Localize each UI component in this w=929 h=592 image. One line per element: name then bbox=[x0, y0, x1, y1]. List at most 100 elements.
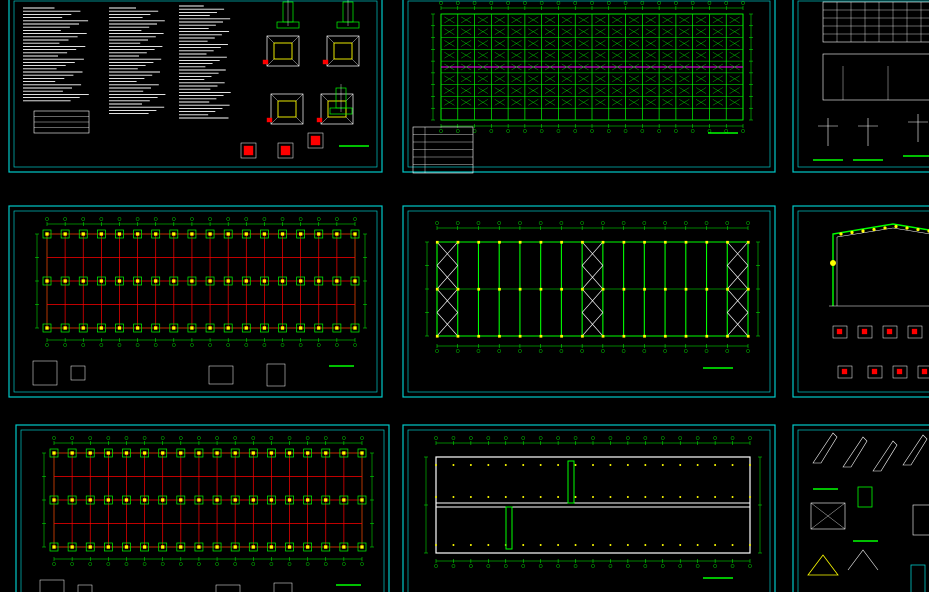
column-base bbox=[104, 542, 113, 552]
column-base bbox=[187, 229, 197, 239]
axis-bubble bbox=[124, 562, 129, 566]
column-mark bbox=[435, 334, 439, 338]
axis-bubble bbox=[601, 221, 605, 225]
column-mark bbox=[81, 279, 85, 283]
column-base bbox=[97, 276, 106, 286]
column-mark bbox=[477, 240, 481, 244]
column-mark bbox=[342, 545, 346, 549]
column-base bbox=[78, 229, 88, 239]
column-base bbox=[248, 542, 258, 552]
roof-brace bbox=[578, 16, 589, 24]
roof-brace bbox=[444, 52, 455, 59]
footing-slope bbox=[351, 58, 360, 67]
column-base bbox=[278, 323, 287, 333]
column-base bbox=[260, 229, 269, 239]
column-base bbox=[169, 229, 179, 239]
column-base bbox=[278, 229, 287, 239]
roof-brace bbox=[662, 52, 673, 59]
roof-brace bbox=[461, 40, 472, 47]
column-mark bbox=[643, 287, 646, 291]
column-mark bbox=[324, 451, 328, 455]
column-mark bbox=[70, 451, 74, 455]
axis-bubble bbox=[695, 436, 700, 440]
axis-bubble bbox=[486, 436, 491, 440]
column-base bbox=[230, 542, 240, 552]
axis-bubble bbox=[287, 562, 292, 566]
purlin-point bbox=[731, 544, 734, 546]
roof-brace bbox=[511, 75, 522, 82]
column-mark bbox=[705, 240, 709, 244]
purlin-mark bbox=[839, 232, 843, 236]
purlin-mark bbox=[905, 226, 909, 230]
connection-detail bbox=[892, 365, 908, 379]
column-base bbox=[267, 448, 276, 458]
axis-bubble bbox=[591, 564, 595, 568]
roof-brace bbox=[662, 87, 673, 94]
roof-brace bbox=[461, 52, 472, 59]
column-base bbox=[332, 323, 342, 333]
column-mark bbox=[154, 232, 158, 236]
footing-slope bbox=[291, 35, 300, 44]
axis-bubble bbox=[556, 129, 561, 133]
axis-bubble bbox=[506, 129, 510, 133]
axis-bubble bbox=[439, 1, 443, 5]
tie-rod-section bbox=[567, 460, 575, 504]
roof-brace bbox=[662, 28, 673, 35]
column-base bbox=[97, 229, 106, 239]
roof-brace bbox=[712, 99, 723, 106]
column-base bbox=[303, 542, 312, 552]
column-base bbox=[97, 323, 106, 333]
roof-brace bbox=[578, 87, 589, 94]
roof-brace bbox=[679, 87, 690, 94]
axis-bubble bbox=[489, 129, 494, 133]
roof-brace bbox=[494, 99, 505, 106]
axis-bubble bbox=[353, 343, 357, 347]
purlin-point bbox=[522, 544, 525, 546]
column-base bbox=[314, 323, 324, 333]
axis-bubble bbox=[190, 343, 194, 347]
column-mark bbox=[215, 498, 219, 502]
column-mark bbox=[142, 498, 147, 502]
axis-bubble bbox=[117, 343, 122, 347]
purlin-point bbox=[749, 544, 751, 546]
column-mark bbox=[335, 326, 339, 330]
axis-bubble bbox=[590, 129, 594, 133]
roof-brace bbox=[662, 75, 673, 82]
roof-brace bbox=[561, 40, 572, 47]
purlin-point bbox=[469, 544, 472, 546]
axis-bubble bbox=[142, 562, 147, 566]
gusset-detail bbox=[807, 554, 839, 576]
axis-bubble bbox=[262, 217, 267, 221]
column-mark bbox=[88, 451, 92, 455]
column-mark bbox=[197, 451, 201, 455]
footing-pedestal bbox=[327, 100, 347, 118]
connection-plate bbox=[871, 368, 878, 375]
axis-bubble bbox=[660, 436, 665, 440]
roof-brace bbox=[679, 75, 690, 82]
column-mark bbox=[135, 279, 140, 283]
base-detail bbox=[208, 365, 234, 385]
column-base bbox=[133, 229, 142, 239]
sheet-border bbox=[8, 205, 383, 398]
roof-brace bbox=[662, 99, 673, 106]
column-base bbox=[223, 323, 233, 333]
roof-brace bbox=[511, 63, 522, 71]
axis-bubble bbox=[643, 436, 648, 440]
axis-bubble bbox=[335, 217, 339, 221]
purlin-point bbox=[696, 464, 699, 466]
sheet-border bbox=[8, 0, 383, 173]
column-base bbox=[42, 229, 52, 239]
purlin-point bbox=[609, 464, 612, 466]
column-mark bbox=[456, 334, 460, 338]
axis-bubble bbox=[748, 564, 752, 568]
base-detail bbox=[39, 579, 65, 592]
column-mark bbox=[298, 279, 303, 283]
axis-bubble bbox=[518, 221, 522, 225]
column-base bbox=[140, 448, 149, 458]
column-mark bbox=[435, 240, 439, 244]
purlin-point bbox=[661, 544, 664, 546]
axis-bubble bbox=[657, 1, 661, 5]
roof-brace bbox=[729, 28, 740, 35]
